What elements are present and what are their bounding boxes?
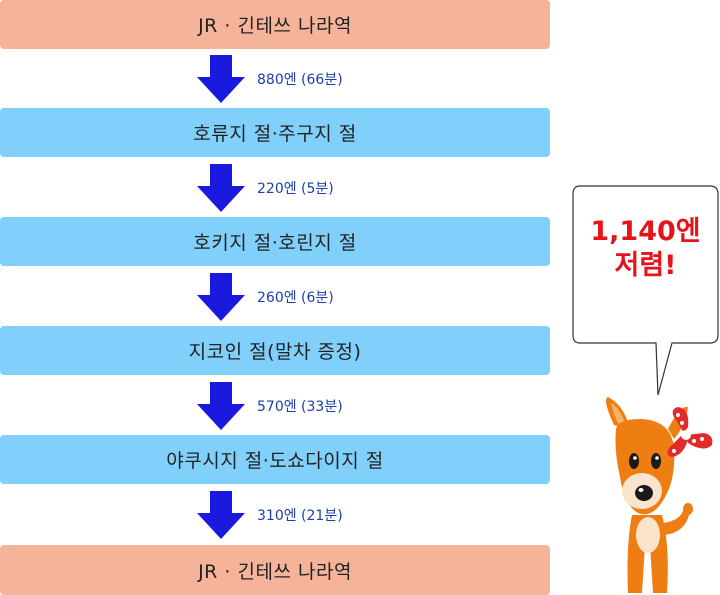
route-stop: 호류지 절·주구지 절 xyxy=(0,108,550,157)
route-leg: 310엔 (21분) xyxy=(197,485,417,544)
speech-bubble-icon xyxy=(572,185,719,396)
route-stop-end: JR · 긴테쓰 나라역 xyxy=(0,545,550,595)
down-arrow-icon xyxy=(197,55,245,103)
callout-amount: 1,140엔 xyxy=(590,216,701,247)
callout-text: 1,140엔 저렴! xyxy=(572,215,719,283)
callout-cheaper: 저렴! xyxy=(614,250,677,281)
route-stop: 야쿠시지 절·도쇼다이지 절 xyxy=(0,435,550,484)
down-arrow-icon xyxy=(197,273,245,321)
down-arrow-icon xyxy=(197,491,245,539)
leg-fare: 880엔 (66분) xyxy=(257,71,343,88)
route-stop-label: JR · 긴테쓰 나라역 xyxy=(198,560,352,583)
leg-fare: 310엔 (21분) xyxy=(257,507,343,524)
leg-fare: 260엔 (6분) xyxy=(257,289,334,306)
route-stop: 호키지 절·호린지 절 xyxy=(0,217,550,266)
route-leg: 570엔 (33분) xyxy=(197,376,417,435)
route-stop-label: 지코인 절(말차 증정) xyxy=(188,341,362,363)
route-stop: 지코인 절(말차 증정) xyxy=(0,326,550,375)
route-stop-label: 호키지 절·호린지 절 xyxy=(193,232,357,254)
leg-fare: 220엔 (5분) xyxy=(257,180,334,197)
route-stop-label: 야쿠시지 절·도쇼다이지 절 xyxy=(166,450,384,472)
down-arrow-icon xyxy=(197,164,245,212)
leg-fare: 570엔 (33분) xyxy=(257,398,343,415)
down-arrow-icon xyxy=(197,382,245,430)
deer-mascot-icon xyxy=(606,397,713,593)
savings-callout: 1,140엔 저렴! xyxy=(572,185,720,401)
route-leg: 880엔 (66분) xyxy=(197,49,417,108)
route-stop-start: JR · 긴테쓰 나라역 xyxy=(0,0,550,49)
route-stop-label: JR · 긴테쓰 나라역 xyxy=(198,15,352,37)
route-stop-label: 호류지 절·주구지 절 xyxy=(193,123,357,145)
route-leg: 220엔 (5분) xyxy=(197,158,417,217)
route-leg: 260엔 (6분) xyxy=(197,267,417,326)
